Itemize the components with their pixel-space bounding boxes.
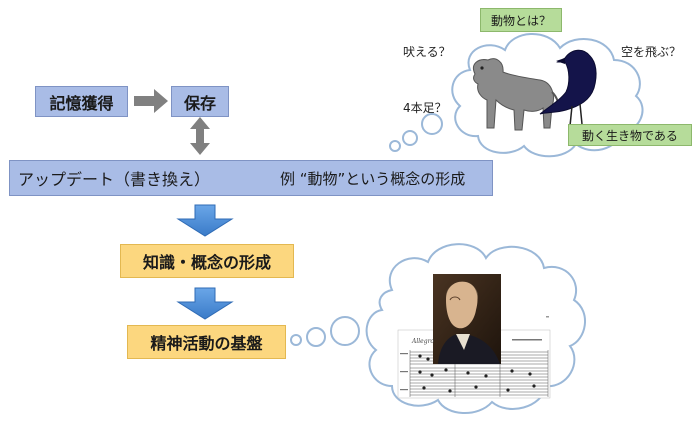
label-what-is-animal: 動物とは？ xyxy=(480,8,562,32)
label-what-is-animal-text: 動物とは？ xyxy=(490,13,551,28)
box-mental-activity-foundation: 精神活動の基盤 xyxy=(127,325,286,359)
box-memory-acquisition-label: 記憶獲得 xyxy=(49,93,114,113)
label-moving-creature: 動く生き物である xyxy=(568,124,692,146)
crow-illustration xyxy=(539,49,597,127)
label-moving-creature-text: 動く生き物である xyxy=(582,128,678,143)
box-update-rewrite: アップデート（書き換え） 例 “動物”という概念の形成 xyxy=(9,160,493,196)
label-four-legs: 4本足？ xyxy=(403,101,447,115)
box-knowledge-formation: 知識・概念の形成 xyxy=(120,244,294,278)
label-flies: 空を飛ぶ？ xyxy=(621,45,682,59)
box-storage: 保存 xyxy=(171,86,229,117)
box-update-label: アップデート（書き換え） xyxy=(18,170,211,189)
box-foundation-label: 精神活動の基盤 xyxy=(150,334,263,353)
box-example-label: 例 “動物”という概念の形成 xyxy=(280,169,466,188)
box-storage-label: 保存 xyxy=(183,93,216,113)
arrow-memory-to-storage xyxy=(134,89,168,113)
arrow-down-to-knowledge xyxy=(176,204,234,237)
box-memory-acquisition: 記憶獲得 xyxy=(35,86,128,117)
arrow-storage-update-bidirectional xyxy=(190,117,210,155)
box-knowledge-label: 知識・概念の形成 xyxy=(142,253,271,272)
label-barks: 吠える？ xyxy=(403,45,451,59)
composer-portrait xyxy=(433,274,549,364)
label-tempo-allegro: Allegro xyxy=(412,338,435,345)
arrow-down-to-foundation xyxy=(176,287,234,320)
